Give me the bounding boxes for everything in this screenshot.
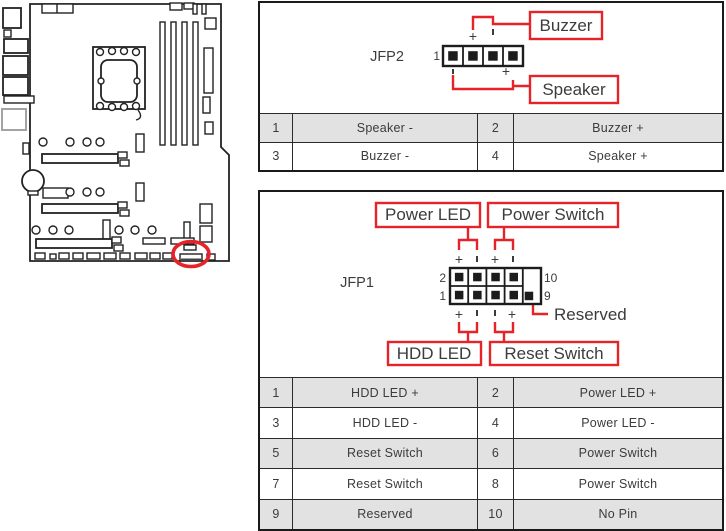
pin-square (454, 272, 464, 282)
plus-polarity-mark: + (455, 306, 463, 322)
pin-square (473, 290, 482, 300)
plus-polarity-mark: + (491, 251, 499, 267)
pin-square (509, 290, 518, 300)
pin-number-cell: 4 (477, 141, 513, 170)
plus-polarity-mark: + (502, 63, 510, 79)
pin-signal-cell: No Pin (513, 498, 722, 529)
pin-signal-cell: Power Switch (513, 468, 722, 499)
pin-signal-cell: Speaker - (292, 113, 477, 142)
pin-square (468, 51, 478, 61)
hdd-led-callout-box (386, 340, 483, 367)
pin-square (508, 51, 518, 61)
plus-polarity-mark: + (455, 251, 463, 267)
jfp2-connector-4pin (441, 44, 525, 68)
pin-square (448, 51, 458, 61)
pin-square (509, 272, 518, 282)
buzzer-bracket-line (471, 15, 530, 30)
jfp1-diagram: + + + + (260, 192, 722, 377)
pin-signal-cell: Buzzer - (292, 141, 477, 170)
dimm-slots (159, 21, 199, 146)
reserved-label: Reserved (554, 305, 627, 324)
cpu-socket (92, 46, 146, 121)
buzzer-callout-box (528, 10, 604, 41)
jfp1-pin10-number: 10 (544, 271, 558, 285)
power-switch-fork-line (493, 227, 515, 250)
jfp1-connector-10pin (448, 266, 543, 306)
bottom-edge-headers (34, 244, 216, 262)
pin-signal-cell: Power Switch (513, 437, 722, 469)
jfp2-panel: + + 1 JFP2 Buzzer (258, 1, 724, 172)
jfp1-panel: + + + + (258, 190, 724, 531)
jfp1-pin2-number: 2 (439, 271, 446, 285)
plus-polarity-mark: + (508, 306, 516, 322)
pin-number-cell: 2 (477, 377, 513, 408)
jfp1-pin-table: 1 HDD LED + 2 Power LED + 3 HDD LED - 4 … (260, 377, 722, 529)
pin-signal-cell: Power LED - (513, 407, 722, 438)
pin-number-cell: 2 (477, 113, 513, 142)
reset-switch-fork-line (493, 322, 515, 342)
reset-switch-callout-label: Reset Switch (504, 344, 603, 363)
pin-square (491, 272, 500, 282)
pin-number-cell: 4 (477, 407, 513, 438)
jfp2-pin-table: 1 Speaker - 2 Buzzer + 3 Buzzer - 4 Spea… (260, 113, 722, 170)
pin-number-cell: 8 (477, 468, 513, 499)
pin-signal-cell: Buzzer + (513, 113, 722, 142)
power-led-callout-box (374, 201, 482, 229)
pin-signal-cell: HDD LED + (292, 377, 477, 408)
plus-polarity-mark: + (469, 28, 477, 44)
buzzer-callout-label: Buzzer (540, 16, 593, 35)
pin-number-cell: 3 (260, 141, 292, 170)
power-switch-callout-label: Power Switch (502, 205, 605, 224)
jfp1-pin9-number: 9 (544, 289, 551, 303)
hdd-led-fork-line (457, 322, 479, 342)
pin-square (491, 290, 500, 300)
pin-signal-cell: HDD LED - (292, 407, 477, 438)
jfp2-diagram: + + 1 JFP2 Buzzer (260, 3, 722, 113)
speaker-callout-label: Speaker (542, 80, 606, 99)
jfp1-connector-label: JFP1 (340, 275, 374, 291)
jfp2-pin1-number: 1 (433, 49, 440, 63)
pin-square (488, 51, 498, 61)
pin-number-cell: 10 (477, 498, 513, 529)
pin-number-cell: 9 (260, 498, 292, 529)
reset-switch-callout-box (488, 340, 620, 367)
pin-signal-cell: Reserved (292, 498, 477, 529)
pin-number-cell: 5 (260, 437, 292, 469)
pin-square (473, 272, 482, 282)
jfp2-connector-label: JFP2 (370, 49, 404, 65)
board-outline (29, 3, 230, 262)
hdd-led-callout-label: HDD LED (397, 344, 472, 363)
power-switch-callout-box (486, 201, 620, 229)
pin-signal-cell: Reset Switch (292, 468, 477, 499)
jfp1-pin1-number: 1 (439, 289, 446, 303)
power-led-callout-label: Power LED (385, 205, 471, 224)
pin-number-cell: 1 (260, 113, 292, 142)
power-led-fork-line (457, 227, 479, 250)
pin-signal-cell: Reset Switch (292, 437, 477, 469)
pin-square-reserved (524, 291, 534, 301)
motherboard-diagram (1, 2, 230, 269)
pin-signal-cell: Power LED + (513, 377, 722, 408)
pin-number-cell: 6 (477, 437, 513, 469)
pin-number-cell: 1 (260, 377, 292, 408)
speaker-bracket-line (451, 75, 530, 91)
rear-io-ports (1, 7, 35, 131)
right-edge-headers (183, 17, 217, 243)
jfp-location-highlight (171, 239, 211, 269)
top-edge-headers (41, 2, 207, 15)
pin-number-cell: 3 (260, 407, 292, 438)
pin-signal-cell: Speaker + (513, 141, 722, 170)
pin-square (454, 290, 464, 300)
pin-number-cell: 7 (260, 468, 292, 499)
speaker-callout-box (528, 74, 620, 105)
